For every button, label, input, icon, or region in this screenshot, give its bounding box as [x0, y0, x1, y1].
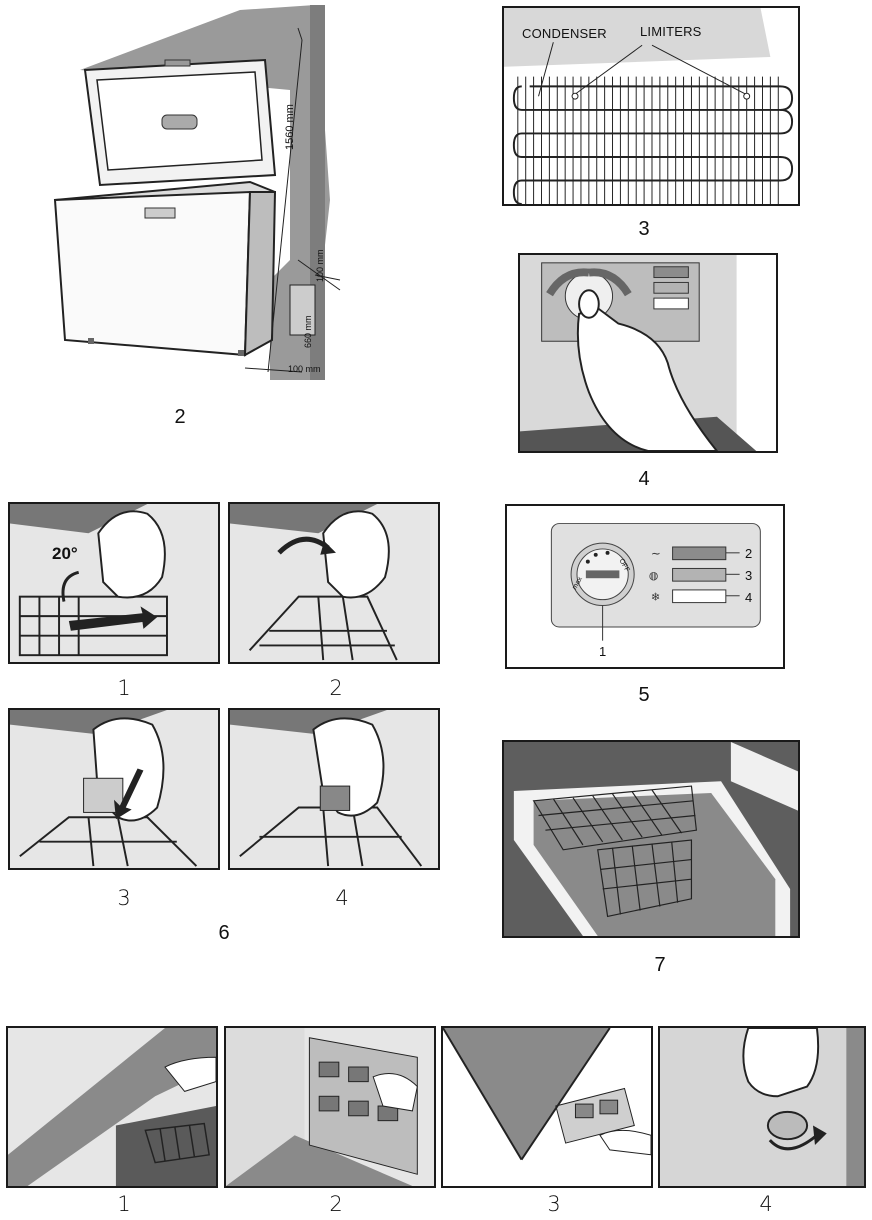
callout-1: 1 — [599, 644, 607, 659]
bottom-step-3 — [441, 1026, 653, 1188]
figure-3-condenser: CONDENSER LIMITERS — [502, 6, 800, 206]
figure-5-control-panel: ∼ ◍ ❄ OFF max 2 3 4 1 — [505, 504, 785, 669]
dim-side-label: 100 mm — [288, 364, 321, 374]
figure-4-thermostat-hand — [518, 253, 778, 453]
control-panel-illustration: ∼ ◍ ❄ — [550, 523, 761, 641]
bottom-step-4-caption: 4 — [759, 1192, 773, 1216]
limiters-label: LIMITERS — [640, 24, 702, 39]
figure-5-caption: 5 — [638, 684, 650, 706]
figure-6-step-4-caption: 4 — [335, 886, 349, 910]
figure-7-baskets — [502, 740, 800, 938]
angle-label: 20° — [52, 544, 78, 563]
bottom-step-3-illustration — [443, 1028, 651, 1186]
bottom-step-1 — [6, 1026, 218, 1188]
dim-height-label: 1560 mm — [284, 104, 296, 150]
svg-text:❄: ❄ — [651, 591, 660, 604]
baskets-illustration — [513, 742, 798, 936]
figure-6-step-2-caption: 2 — [329, 676, 343, 700]
figure-6-step-1: 20° — [8, 502, 220, 664]
dim-depth-label: 660 mm — [303, 315, 313, 348]
figure-2-caption: 2 — [174, 406, 186, 428]
bottom-step-4-illustration — [742, 1028, 864, 1186]
bottom-step-2-illustration — [226, 1028, 418, 1186]
callout-3: 3 — [745, 568, 753, 583]
figure-2-freezer-placement: 1560 mm 100 mm 660 mm 100 mm — [40, 0, 360, 380]
bottom-step-1-illustration — [8, 1028, 216, 1186]
bottom-step-1-caption: 1 — [117, 1192, 131, 1216]
callout-2: 2 — [745, 546, 753, 561]
bottom-step-2 — [224, 1026, 436, 1188]
handle-step-2-illustration — [230, 504, 398, 661]
figure-3-caption: 3 — [638, 218, 650, 240]
thermostat-hand-illustration — [520, 255, 776, 451]
figure-6-step-2 — [228, 502, 440, 664]
condenser-label: CONDENSER — [522, 26, 607, 41]
handle-step-3-illustration — [10, 710, 198, 867]
handle-step-1-illustration — [10, 504, 168, 657]
figure-6-caption: 6 — [218, 922, 230, 944]
bottom-step-4 — [658, 1026, 866, 1188]
freezer-illustration — [53, 5, 341, 380]
figure-6-step-3 — [8, 708, 220, 870]
figure-6-step-1-caption: 1 — [117, 676, 131, 700]
svg-text:◍: ◍ — [649, 569, 658, 582]
condenser-illustration — [504, 8, 794, 204]
figure-6-step-4 — [228, 708, 440, 870]
figure-6-step-3-caption: 3 — [117, 886, 131, 910]
handle-step-4-illustration — [230, 710, 423, 867]
figure-4-caption: 4 — [638, 468, 650, 490]
svg-text:∼: ∼ — [651, 547, 661, 561]
bottom-step-2-caption: 2 — [329, 1192, 343, 1216]
bottom-step-3-caption: 3 — [547, 1192, 561, 1216]
dim-top-label: 100 mm — [315, 249, 325, 282]
figure-7-caption: 7 — [654, 954, 666, 976]
callout-4: 4 — [745, 590, 753, 605]
